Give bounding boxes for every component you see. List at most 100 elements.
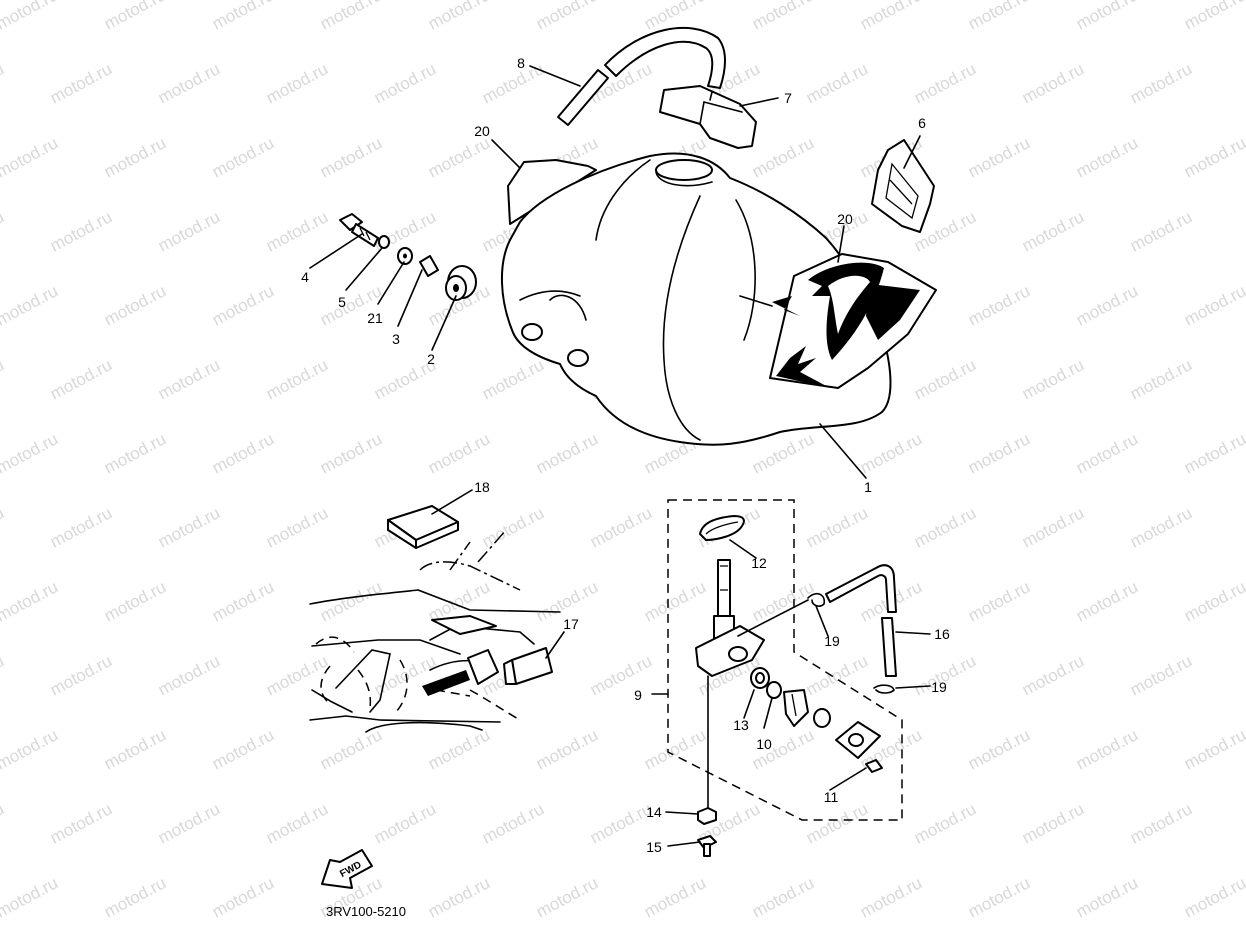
callout-15: 15 — [646, 839, 662, 855]
watermark-text: motod.ru — [1181, 577, 1246, 625]
watermark-text: motod.ru — [1019, 207, 1087, 255]
grommet-2 — [445, 265, 477, 301]
watermark-text: motod.ru — [1073, 429, 1141, 477]
watermark-text: motod.ru — [0, 503, 7, 551]
vent-hose — [557, 26, 726, 126]
bolt-15 — [697, 835, 717, 857]
watermark-text: motod.ru — [965, 577, 1033, 625]
watermark-text: motod.ru — [425, 725, 493, 773]
watermark-text: motod.ru — [209, 873, 277, 921]
fuel-cap — [659, 85, 757, 149]
watermark-text: motod.ru — [1127, 207, 1195, 255]
callout-20-lower: 20 — [837, 211, 853, 227]
watermark-text: motod.ru — [1073, 873, 1141, 921]
leader-lines — [309, 65, 931, 847]
watermark-text: motod.ru — [209, 725, 277, 773]
fwd-arrow-icon: FWD — [321, 849, 373, 889]
callout-16: 16 — [934, 626, 950, 642]
watermark-text: motod.ru — [425, 873, 493, 921]
screw-11 — [865, 759, 883, 773]
callout-3: 3 — [392, 331, 400, 347]
watermark-text: motod.ru — [1181, 725, 1246, 773]
watermark-text: motod.ru — [317, 0, 385, 34]
watermark-text: motod.ru — [0, 355, 7, 403]
nut-14 — [697, 807, 717, 825]
watermark-text: motod.ru — [587, 651, 655, 699]
watermark-text: motod.ru — [749, 133, 817, 181]
watermark-text: motod.ru — [641, 725, 709, 773]
watermark-text: motod.ru — [101, 0, 169, 34]
gasket-12 — [699, 515, 745, 541]
callout-4: 4 — [301, 269, 309, 285]
watermark-text: motod.ru — [425, 429, 493, 477]
callout-19-upper: 19 — [824, 633, 840, 649]
callout-11: 11 — [824, 789, 839, 805]
fuel-hose-16 — [825, 564, 897, 677]
callout-5: 5 — [338, 294, 346, 310]
watermark-text: motod.ru — [0, 59, 7, 107]
bolt-4 — [339, 213, 379, 247]
watermark-text: motod.ru — [479, 355, 547, 403]
watermark-text: motod.ru — [911, 59, 979, 107]
watermark-text: motod.ru — [263, 503, 331, 551]
watermark-text: motod.ru — [317, 429, 385, 477]
watermark-text: motod.ru — [263, 355, 331, 403]
watermark-text: motod.ru — [1181, 0, 1246, 34]
watermark-text: motod.ru — [101, 725, 169, 773]
watermark-text: motod.ru — [911, 503, 979, 551]
tank-graphic-decal — [769, 253, 937, 389]
fuel-cock-body — [695, 559, 765, 677]
watermark-text: motod.ru — [155, 651, 223, 699]
callout-1: 1 — [864, 479, 872, 495]
watermark-text: motod.ru — [0, 133, 61, 181]
watermark-text: motod.ru — [47, 207, 115, 255]
watermark-text: motod.ru — [1019, 355, 1087, 403]
watermark-text: motod.ru — [641, 873, 709, 921]
watermark-text: motod.ru — [857, 429, 925, 477]
watermark-text: motod.ru — [965, 725, 1033, 773]
watermark-text: motod.ru — [47, 503, 115, 551]
tank-emblem-plate — [871, 139, 935, 233]
watermark-text: motod.ru — [0, 429, 61, 477]
callout-14: 14 — [646, 804, 662, 820]
watermark-text: motod.ru — [533, 725, 601, 773]
watermark-text: motod.ru — [209, 281, 277, 329]
callout-12: 12 — [751, 555, 767, 571]
watermark-text: motod.ru — [0, 873, 61, 921]
watermark-text: motod.ru — [0, 207, 7, 255]
seal-washer — [813, 708, 831, 728]
watermark-text: motod.ru — [1019, 59, 1087, 107]
watermark-text: motod.ru — [155, 503, 223, 551]
watermark-text: motod.ru — [965, 429, 1033, 477]
watermark-text: motod.ru — [0, 0, 61, 34]
watermark-text: motod.ru — [371, 59, 439, 107]
callout-10: 10 — [756, 736, 772, 752]
watermark-text: motod.ru — [1127, 651, 1195, 699]
callout-8: 8 — [517, 55, 525, 71]
frame-pad-18 — [387, 505, 459, 549]
watermark-text: motod.ru — [0, 725, 61, 773]
watermark-text: motod.ru — [155, 355, 223, 403]
watermark-text: motod.ru — [479, 503, 547, 551]
frame-pad-17 — [503, 647, 553, 685]
callout-18: 18 — [474, 479, 490, 495]
watermark-text: motod.ru — [965, 281, 1033, 329]
reference-code: 3RV100-5210 — [326, 904, 406, 919]
watermark-text: motod.ru — [209, 429, 277, 477]
watermark-text: motod.ru — [1073, 0, 1141, 34]
watermark-text: motod.ru — [479, 799, 547, 847]
frame-section — [309, 529, 561, 733]
watermark-text: motod.ru — [101, 281, 169, 329]
watermark-text: motod.ru — [101, 133, 169, 181]
watermark-text: motod.ru — [749, 873, 817, 921]
callout-9: 9 — [634, 687, 642, 703]
callout-2: 2 — [427, 351, 435, 367]
watermark-text: motod.ru — [263, 59, 331, 107]
callout-20-upper: 20 — [474, 123, 490, 139]
lever-knob — [783, 689, 809, 727]
watermark-text: motod.ru — [317, 133, 385, 181]
tank-mount-hardware — [339, 213, 477, 301]
callout-13: 13 — [733, 717, 749, 733]
